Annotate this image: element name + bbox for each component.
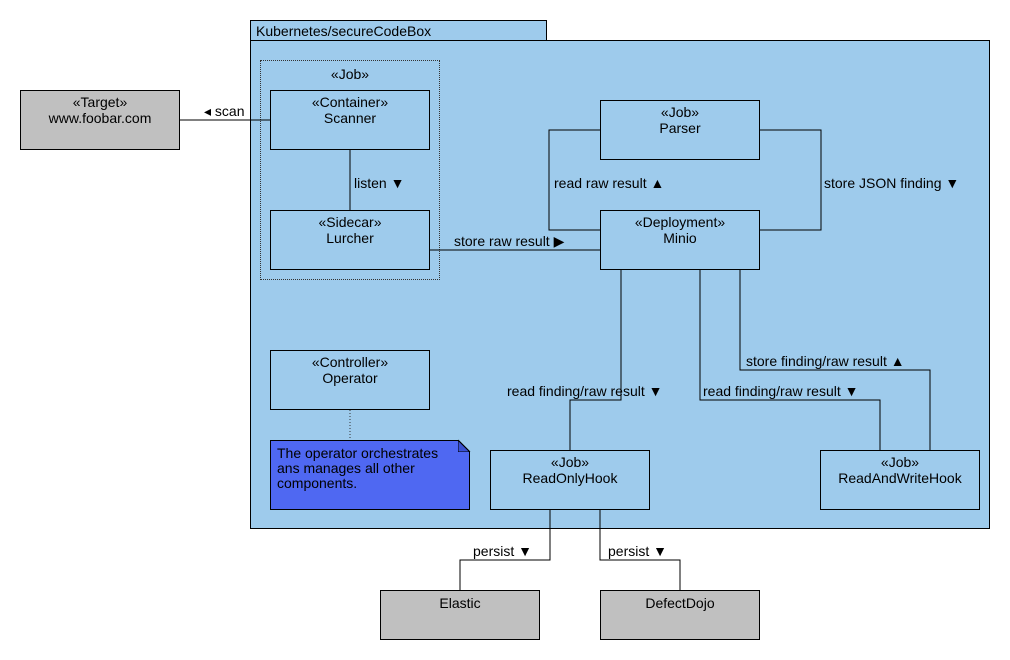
readwritehook-stereotype: «Job»	[880, 454, 920, 470]
target-name: www.foobar.com	[48, 110, 152, 126]
job-group-stereotype: «Job»	[330, 66, 370, 82]
label-read-finding-2: read finding/raw result ▼	[703, 383, 859, 399]
minio-stereotype: «Deployment»	[634, 214, 726, 230]
parser-node: «Job» Parser	[600, 100, 760, 160]
elastic-node: Elastic	[380, 590, 540, 640]
lurcher-name: Lurcher	[326, 230, 374, 246]
operator-node: «Controller» Operator	[270, 350, 430, 410]
package-title: Kubernetes/secureCodeBox	[256, 23, 432, 39]
target-node: «Target» www.foobar.com	[20, 90, 180, 150]
operator-note-text: The operator orchestrates ans manages al…	[277, 445, 439, 491]
label-store-json: store JSON finding ▼	[824, 175, 960, 191]
label-store-finding: store finding/raw result ▲	[746, 353, 905, 369]
label-listen: listen ▼	[354, 175, 405, 191]
lurcher-node: «Sidecar» Lurcher	[270, 210, 430, 270]
label-read-raw: read raw result ▲	[554, 175, 665, 191]
lurcher-stereotype: «Sidecar»	[318, 214, 382, 230]
operator-name: Operator	[322, 370, 378, 386]
defectdojo-node: DefectDojo	[600, 590, 760, 640]
operator-note: The operator orchestrates ans manages al…	[270, 440, 470, 510]
readonlyhook-node: «Job» ReadOnlyHook	[490, 450, 650, 510]
job-group-frame: «Job»	[260, 60, 440, 280]
scanner-node: «Container» Scanner	[270, 90, 430, 150]
operator-stereotype: «Controller»	[311, 354, 389, 370]
readwritehook-name: ReadAndWriteHook	[838, 470, 962, 486]
edge-read-finding-2	[699, 270, 881, 450]
defectdojo-name: DefectDojo	[645, 595, 715, 611]
edge-read-raw	[548, 129, 600, 231]
label-store-raw: store raw result ▶	[454, 233, 565, 249]
elastic-name: Elastic	[439, 595, 481, 611]
edge-read-finding-1	[569, 270, 622, 450]
parser-name: Parser	[659, 120, 701, 136]
scanner-name: Scanner	[323, 110, 377, 126]
label-persist-2: persist ▼	[608, 543, 667, 559]
edge-store-json	[760, 129, 822, 231]
readonlyhook-name: ReadOnlyHook	[522, 470, 618, 486]
label-scan: ◂ scan	[204, 103, 245, 119]
parser-stereotype: «Job»	[660, 104, 700, 120]
minio-node: «Deployment» Minio	[600, 210, 760, 270]
readonlyhook-stereotype: «Job»	[550, 454, 590, 470]
label-read-finding-1: read finding/raw result ▼	[507, 383, 663, 399]
minio-name: Minio	[663, 230, 697, 246]
readwritehook-node: «Job» ReadAndWriteHook	[820, 450, 980, 510]
label-persist-1: persist ▼	[473, 543, 532, 559]
edge-persist-2	[599, 510, 681, 590]
target-stereotype: «Target»	[72, 94, 128, 110]
scanner-stereotype: «Container»	[311, 94, 389, 110]
edge-persist-1	[459, 510, 551, 590]
edge-store-finding	[739, 270, 931, 450]
